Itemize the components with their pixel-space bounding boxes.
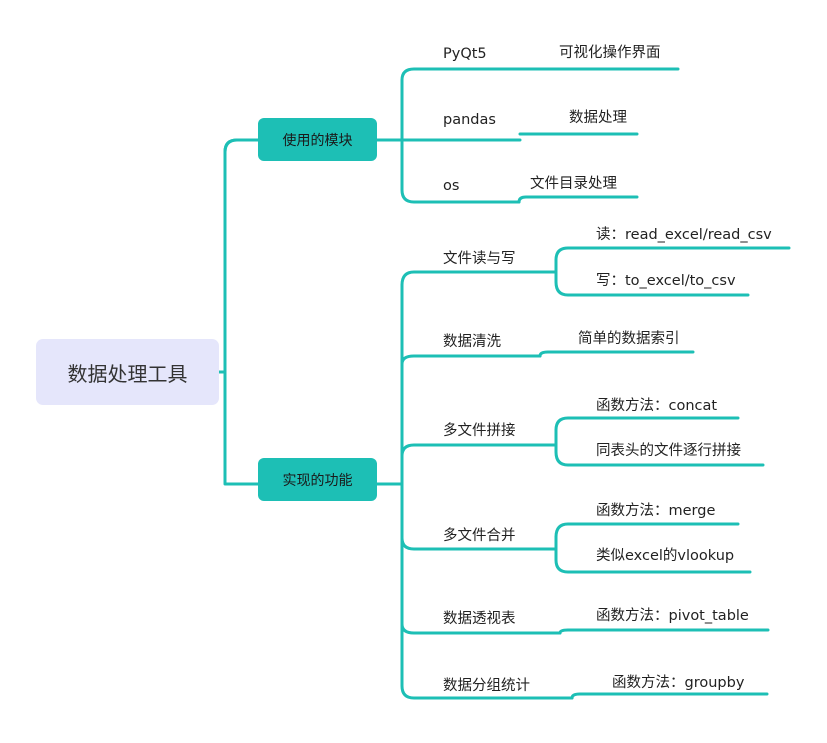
- subtopic-write[interactable]: 写：to_excel/to_csv: [596, 273, 736, 289]
- topic-pyqt5[interactable]: PyQt5: [443, 46, 487, 62]
- root-node[interactable]: 数据处理工具: [36, 339, 219, 405]
- subtopic-concat-desc[interactable]: 同表头的文件逐行拼接: [596, 443, 741, 459]
- topic-groupby[interactable]: 数据分组统计: [443, 678, 530, 694]
- topic-pandas[interactable]: pandas: [443, 112, 496, 128]
- subtopic-pivot-method[interactable]: 函数方法：pivot_table: [596, 608, 749, 624]
- subtopic-merge-method[interactable]: 函数方法：merge: [596, 503, 716, 519]
- subtopic-gui[interactable]: 可视化操作界面: [559, 45, 661, 61]
- branch-label: 使用的模块: [282, 132, 353, 149]
- branch-features[interactable]: 实现的功能: [258, 458, 377, 501]
- branch-modules[interactable]: 使用的模块: [258, 118, 377, 161]
- topic-data-cleaning[interactable]: 数据清洗: [443, 334, 501, 350]
- subtopic-groupby-method[interactable]: 函数方法：groupby: [612, 675, 745, 691]
- subtopic-concat-method[interactable]: 函数方法：concat: [596, 398, 718, 414]
- subtopic-read[interactable]: 读：read_excel/read_csv: [596, 227, 772, 243]
- topic-pivot-table[interactable]: 数据透视表: [443, 611, 516, 627]
- subtopic-file-dir[interactable]: 文件目录处理: [530, 176, 617, 192]
- subtopic-data-processing[interactable]: 数据处理: [569, 110, 627, 126]
- branch-label: 实现的功能: [282, 472, 353, 489]
- subtopic-merge-desc[interactable]: 类似excel的vlookup: [596, 548, 735, 564]
- subtopic-simple-index[interactable]: 简单的数据索引: [578, 331, 680, 347]
- topic-merge-files[interactable]: 多文件合并: [443, 528, 516, 544]
- topic-os[interactable]: os: [443, 178, 460, 194]
- topic-read-write[interactable]: 文件读与写: [443, 251, 516, 267]
- topic-concat-files[interactable]: 多文件拼接: [443, 423, 516, 439]
- root-label: 数据处理工具: [67, 361, 188, 386]
